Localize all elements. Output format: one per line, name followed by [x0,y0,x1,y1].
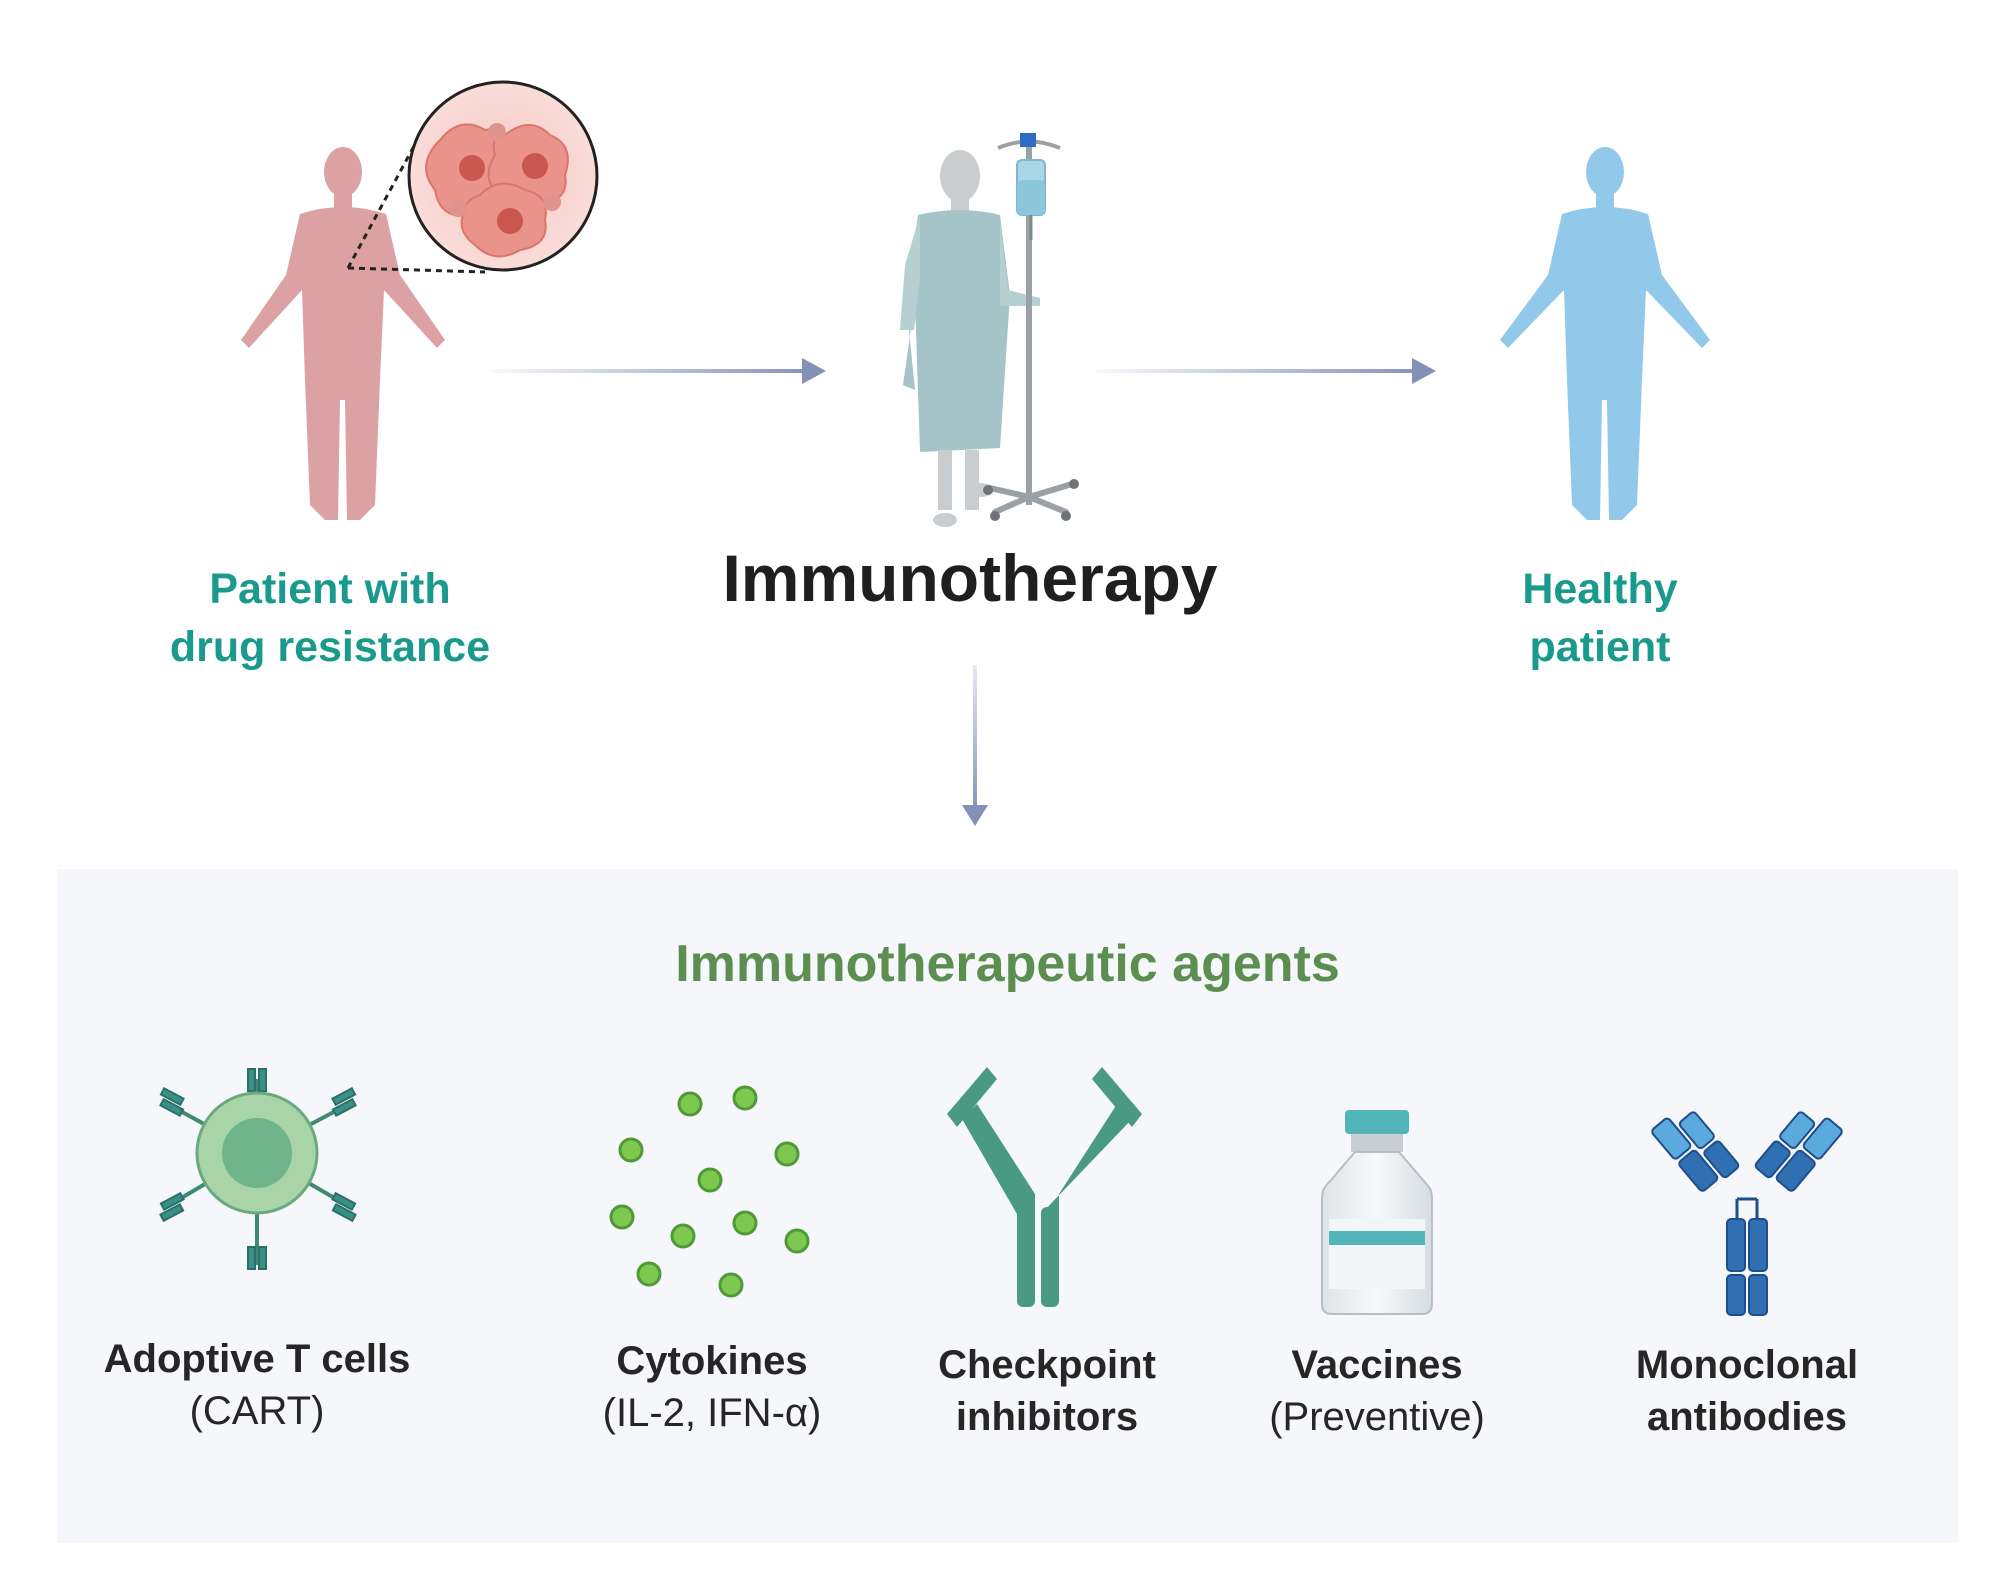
agent-label-monoclonal-antibodies: Monoclonal antibodies [1635,1343,1859,1439]
healthy-patient-figure [1500,147,1710,520]
zoom-lines [346,134,486,274]
t-cell-icon [159,1068,357,1270]
healthy-label: Healthy patient [1522,565,1678,671]
arrow-to-immunotherapy [490,358,826,384]
checkpoint-antibody-icon [947,1067,1142,1307]
agent-label-adoptive-t-cells: Adoptive T cells (CART) [103,1337,411,1433]
monoclonal-antibody-icon [1651,1111,1843,1316]
agent-label-cytokines: Cytokines (IL-2, IFN-α) [602,1339,822,1435]
cancer-cells-icon [407,80,599,272]
agent-label-vaccines: Vaccines (Preventive) [1269,1343,1485,1439]
agent-label-checkpoint-inhibitors: Checkpoint inhibitors [938,1343,1156,1439]
agents-panel-title: Immunotherapeutic agents [675,935,1340,993]
arrow-to-agents [962,665,988,826]
iv-drip-icon [983,133,1079,521]
treated-patient-figure [900,150,1040,527]
agents-icons [159,1067,1843,1316]
sick-patient-figure [241,147,445,520]
agents-panel: Immunotherapeutic agents [57,869,1958,1543]
patient-label: Patient with drug resistance [169,565,491,671]
immunotherapy-title: Immunotherapy [722,541,1218,615]
arrow-to-healthy [1095,358,1436,384]
vaccine-vial-icon [1321,1110,1433,1315]
cytokine-icon [609,1085,810,1298]
